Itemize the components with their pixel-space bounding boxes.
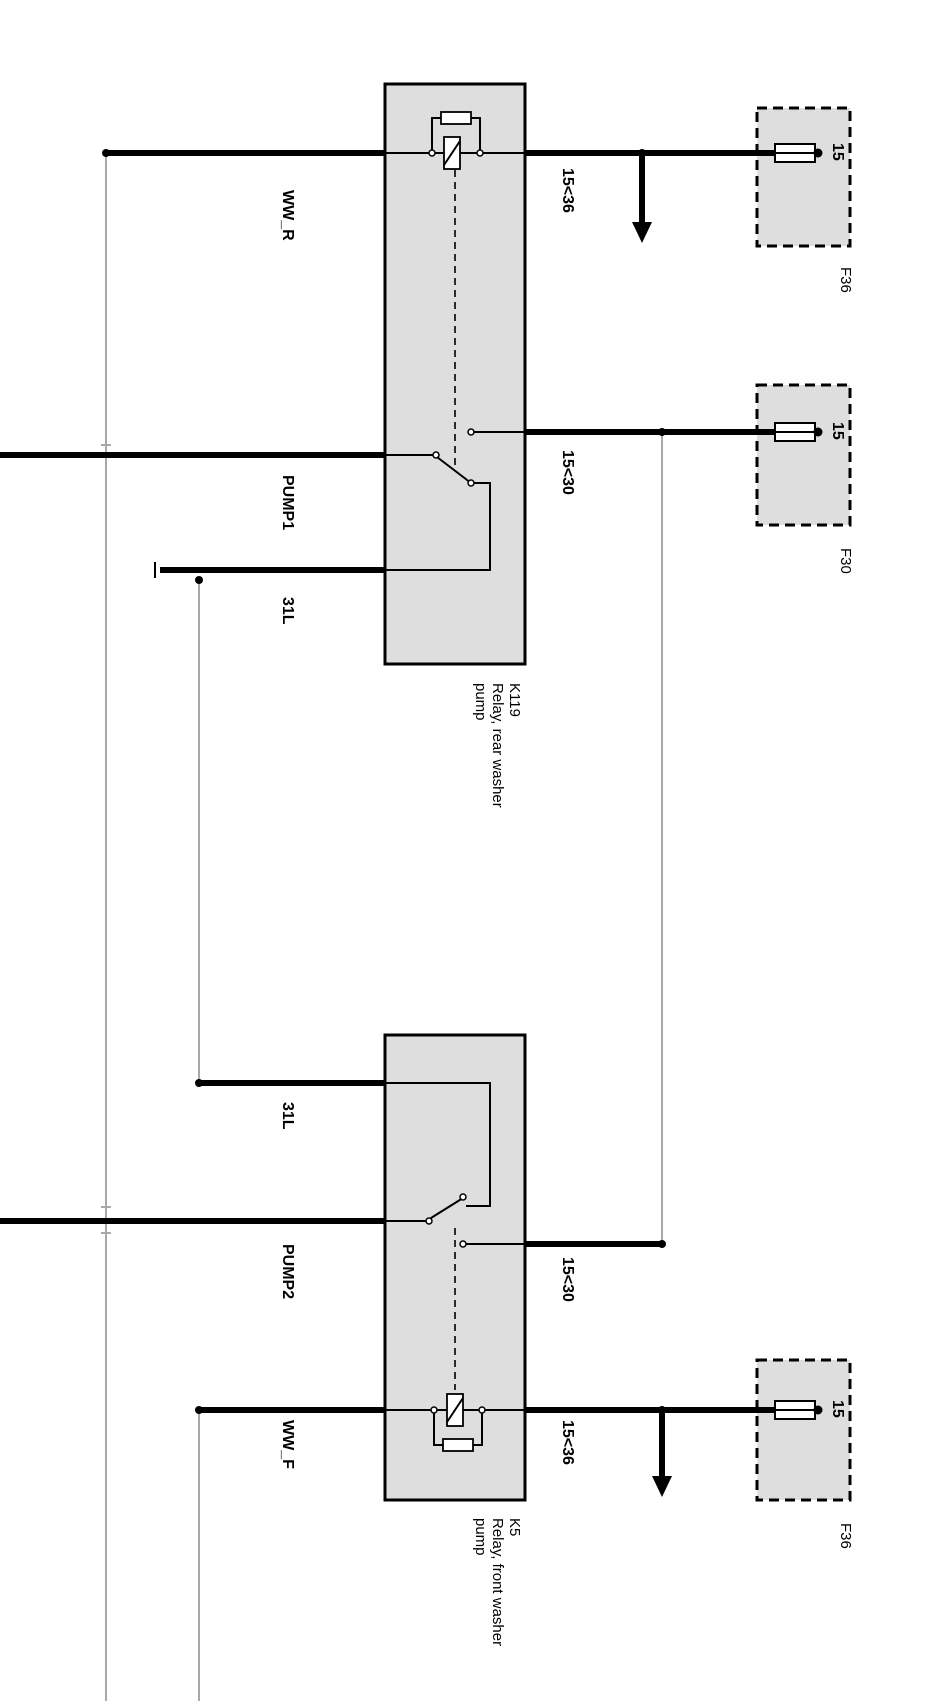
splice-dot [102, 149, 110, 157]
relay-k5-name-line2: pump [472, 1518, 489, 1556]
fuse-f36-top-id: F36 [837, 267, 854, 293]
k5-common-line [385, 1082, 491, 1207]
label-15-30-top: 15<30 [559, 450, 576, 495]
splice-dot [195, 1079, 203, 1087]
k5-coil-diagonal [446, 1397, 464, 1423]
label-ww-f: WW_F [279, 1420, 296, 1469]
relay-k119-name-line2: pump [472, 683, 489, 721]
terminal-dot [430, 1406, 438, 1414]
terminal-dot [425, 1217, 433, 1225]
terminal-dot [428, 149, 436, 157]
label-15-36-bottom: 15<36 [559, 1420, 576, 1465]
label-31l-top: 31L [279, 597, 296, 625]
label-15-36-top: 15<36 [559, 168, 576, 213]
terminal-dot [467, 428, 475, 436]
k5-resistor-icon [442, 1438, 474, 1452]
fuse-f36-bottom-icon [757, 1400, 823, 1420]
fuse-f36-top-box [755, 106, 852, 248]
splice-dot [658, 428, 666, 436]
splice-dot [658, 1240, 666, 1248]
fuse-f30-pin: 15 [829, 422, 846, 440]
label-15-30-bottom: 15<30 [559, 1257, 576, 1302]
relay-k119-name-line1: Relay, rear washer [489, 683, 506, 808]
fuse-f36-bottom-pin: 15 [829, 1400, 846, 1418]
fuse-f30-icon [757, 422, 823, 442]
terminal-dot [459, 1193, 467, 1201]
k119-switch-blade [436, 456, 472, 484]
arrow-15-36-bottom-head [652, 1476, 672, 1497]
k119-coil-diagonal [443, 140, 461, 166]
terminal-dot [459, 1240, 467, 1248]
splice-dot [195, 576, 203, 584]
k5-switch-blade [430, 1197, 464, 1219]
fuse-f30-id: F30 [837, 548, 854, 574]
label-31l-bottom: 31L [279, 1102, 296, 1130]
fuse-f36-top-icon [757, 143, 823, 163]
label-ww-r: WW_R [279, 190, 296, 241]
arrow-15-36-top-head [632, 222, 652, 243]
terminal-dot [467, 479, 475, 487]
terminal-dot [478, 1406, 486, 1414]
k119-resistor-icon [440, 111, 472, 125]
fuse-f36-bottom-id: F36 [837, 1523, 854, 1549]
splice-dot [195, 1406, 203, 1414]
fuse-f36-top-pin: 15 [829, 143, 846, 161]
fuse-f36-bottom-box [755, 1358, 852, 1502]
k119-common-line [385, 482, 491, 571]
fuse-f30-box [755, 383, 852, 527]
relay-k5-id: K5 [506, 1518, 523, 1536]
relay-k5-name-line1: Relay, front washer [489, 1518, 506, 1646]
label-pump1: PUMP1 [279, 475, 296, 530]
label-pump2: PUMP2 [279, 1244, 296, 1299]
terminal-dot [476, 149, 484, 157]
relay-k119-id: K119 [506, 683, 523, 717]
